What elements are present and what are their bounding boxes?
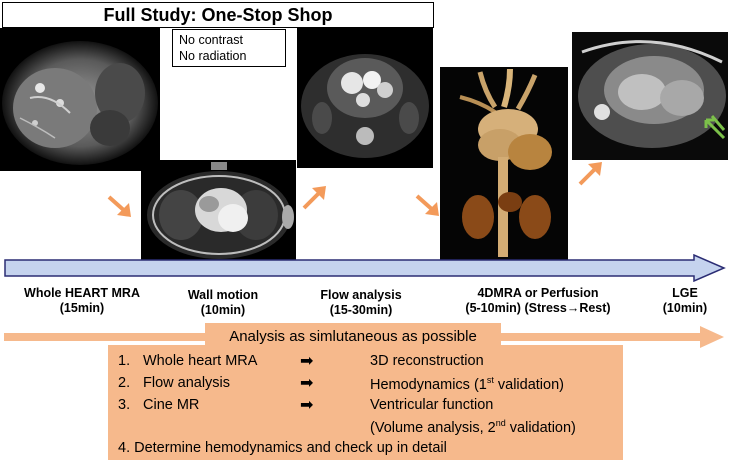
lge-arrow-icon — [704, 115, 726, 140]
result-3-sup: nd — [495, 418, 506, 428]
stage-name: Whole HEART MRA — [24, 286, 140, 300]
result-2-post: validation) — [493, 376, 564, 393]
note-line-2: No radiation — [179, 49, 247, 63]
orange-arrow-icon-3 — [415, 194, 439, 216]
orange-arrow-icon-4 — [578, 162, 602, 186]
analysis-item-3: Cine MR — [143, 397, 200, 413]
mri-panel-wall-motion — [141, 160, 296, 266]
analysis-item-2: Flow analysis — [143, 375, 231, 391]
stage-time: (10min) — [662, 301, 708, 315]
analysis-header: Analysis as simlutaneous as possible — [205, 323, 501, 350]
mri-panel-lge — [572, 32, 728, 160]
analysis-result-3: Ventricular function — [370, 397, 494, 413]
orange-arrow-icon-1 — [107, 195, 131, 217]
stage-wall-motion: Wall motion (10min) — [168, 288, 278, 318]
no-contrast-note: No contrast No radiation — [172, 29, 286, 67]
analysis-box — [108, 345, 623, 460]
stage-name: Flow analysis — [320, 288, 402, 302]
analysis-result-3-line2: (Volume analysis, 2nd validation) — [370, 418, 576, 436]
stage-time: (15-30min) — [329, 303, 393, 317]
stage-4dmra-perfusion: 4DMRA or Perfusion (5-10min) (Stress→Res… — [448, 286, 628, 316]
stage-time: (5-10min) (Stress→Rest) — [465, 301, 611, 315]
mri-panel-flow — [297, 28, 433, 168]
mri-panel-4dmra — [440, 67, 568, 265]
analysis-num-2: 2. — [118, 375, 131, 391]
arrow-right-icon-3: ➡ — [300, 397, 314, 414]
stage-name: 4DMRA or Perfusion — [477, 286, 599, 300]
stage-flow-analysis: Flow analysis (15-30min) — [306, 288, 416, 318]
result-3-pre: (Volume analysis, 2 — [370, 419, 496, 436]
analysis-footer: 4. Determine hemodynamics and check up i… — [118, 440, 447, 456]
stage-name: Wall motion — [187, 288, 259, 302]
analysis-num-3: 3. — [118, 397, 131, 413]
arrow-right-icon-2: ➡ — [300, 375, 314, 392]
orange-arrow-icon-2 — [302, 186, 326, 210]
stage-whole-heart: Whole HEART MRA (15min) — [8, 286, 156, 316]
title-box: Full Study: One-Stop Shop — [2, 2, 434, 28]
analysis-item-1: Whole heart MRA — [143, 353, 258, 369]
page-title: Full Study: One-Stop Shop — [103, 5, 333, 25]
note-line-1: No contrast — [179, 33, 243, 47]
stage-time: (15min) — [59, 301, 105, 315]
result-2-pre: Hemodynamics (1 — [370, 376, 487, 393]
stage-name: LGE — [672, 286, 698, 300]
timeline-arrow — [4, 254, 726, 282]
analysis-result-1: 3D reconstruction — [370, 353, 484, 369]
analysis-num-1: 1. — [118, 353, 131, 369]
result-2-sup: st — [486, 375, 494, 385]
stage-time: (10min) — [200, 303, 246, 317]
stage-lge: LGE (10min) — [650, 286, 720, 316]
result-3-post: validation) — [505, 419, 576, 436]
arrow-right-icon-1: ➡ — [300, 353, 314, 370]
analysis-result-2: Hemodynamics (1st validation) — [370, 375, 564, 393]
mri-panel-whole-heart — [0, 28, 160, 171]
